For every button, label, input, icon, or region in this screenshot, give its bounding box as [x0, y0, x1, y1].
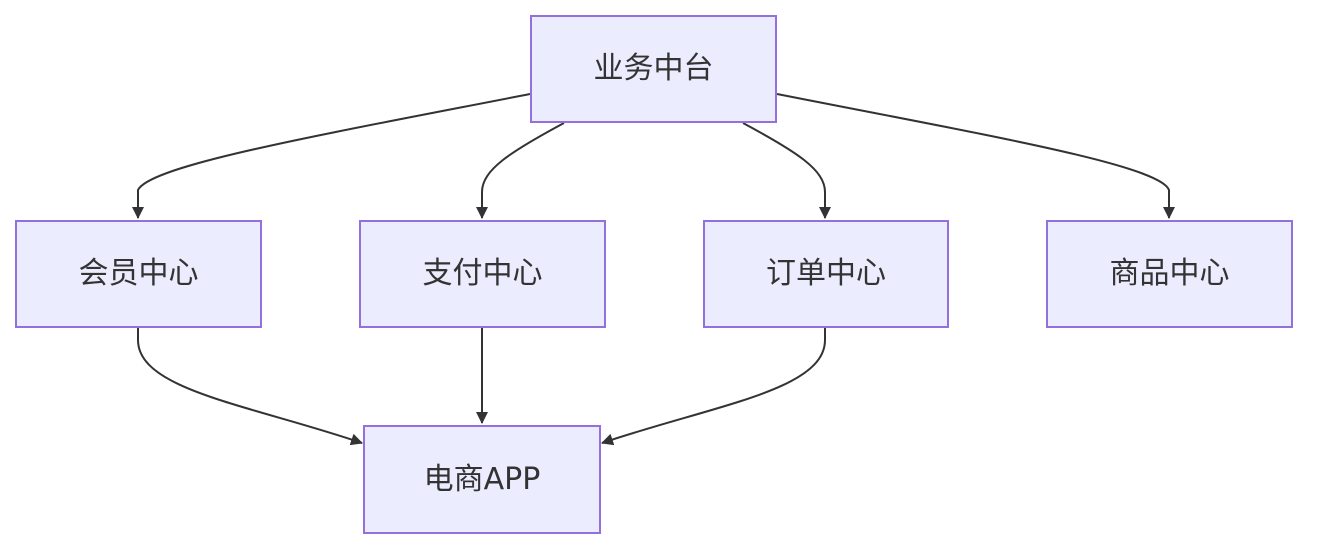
node-business-platform-label: 业务中台 [593, 51, 714, 86]
edge-order-to-app [601, 328, 826, 446]
node-member-center-label: 会员中心 [78, 256, 199, 291]
node-ecommerce-app-label: 电商APP [423, 461, 541, 497]
node-business-platform: 业务中台 [530, 15, 777, 123]
node-order-center-label: 订单中心 [766, 256, 886, 291]
node-payment-center-label: 支付中心 [422, 256, 543, 291]
edge-platform-to-payment [476, 122, 565, 219]
node-member-center: 会员中心 [15, 220, 262, 328]
edge-member-to-app [137, 328, 363, 446]
node-payment-center: 支付中心 [359, 220, 606, 328]
edge-platform-to-order [742, 122, 831, 219]
edge-platform-to-member [132, 93, 531, 219]
node-product-center: 商品中心 [1046, 220, 1293, 328]
node-ecommerce-app: 电商APP [363, 425, 601, 534]
node-product-center-label: 商品中心 [1109, 256, 1230, 291]
edge-platform-to-product [776, 93, 1175, 219]
node-order-center: 订单中心 [703, 220, 949, 328]
